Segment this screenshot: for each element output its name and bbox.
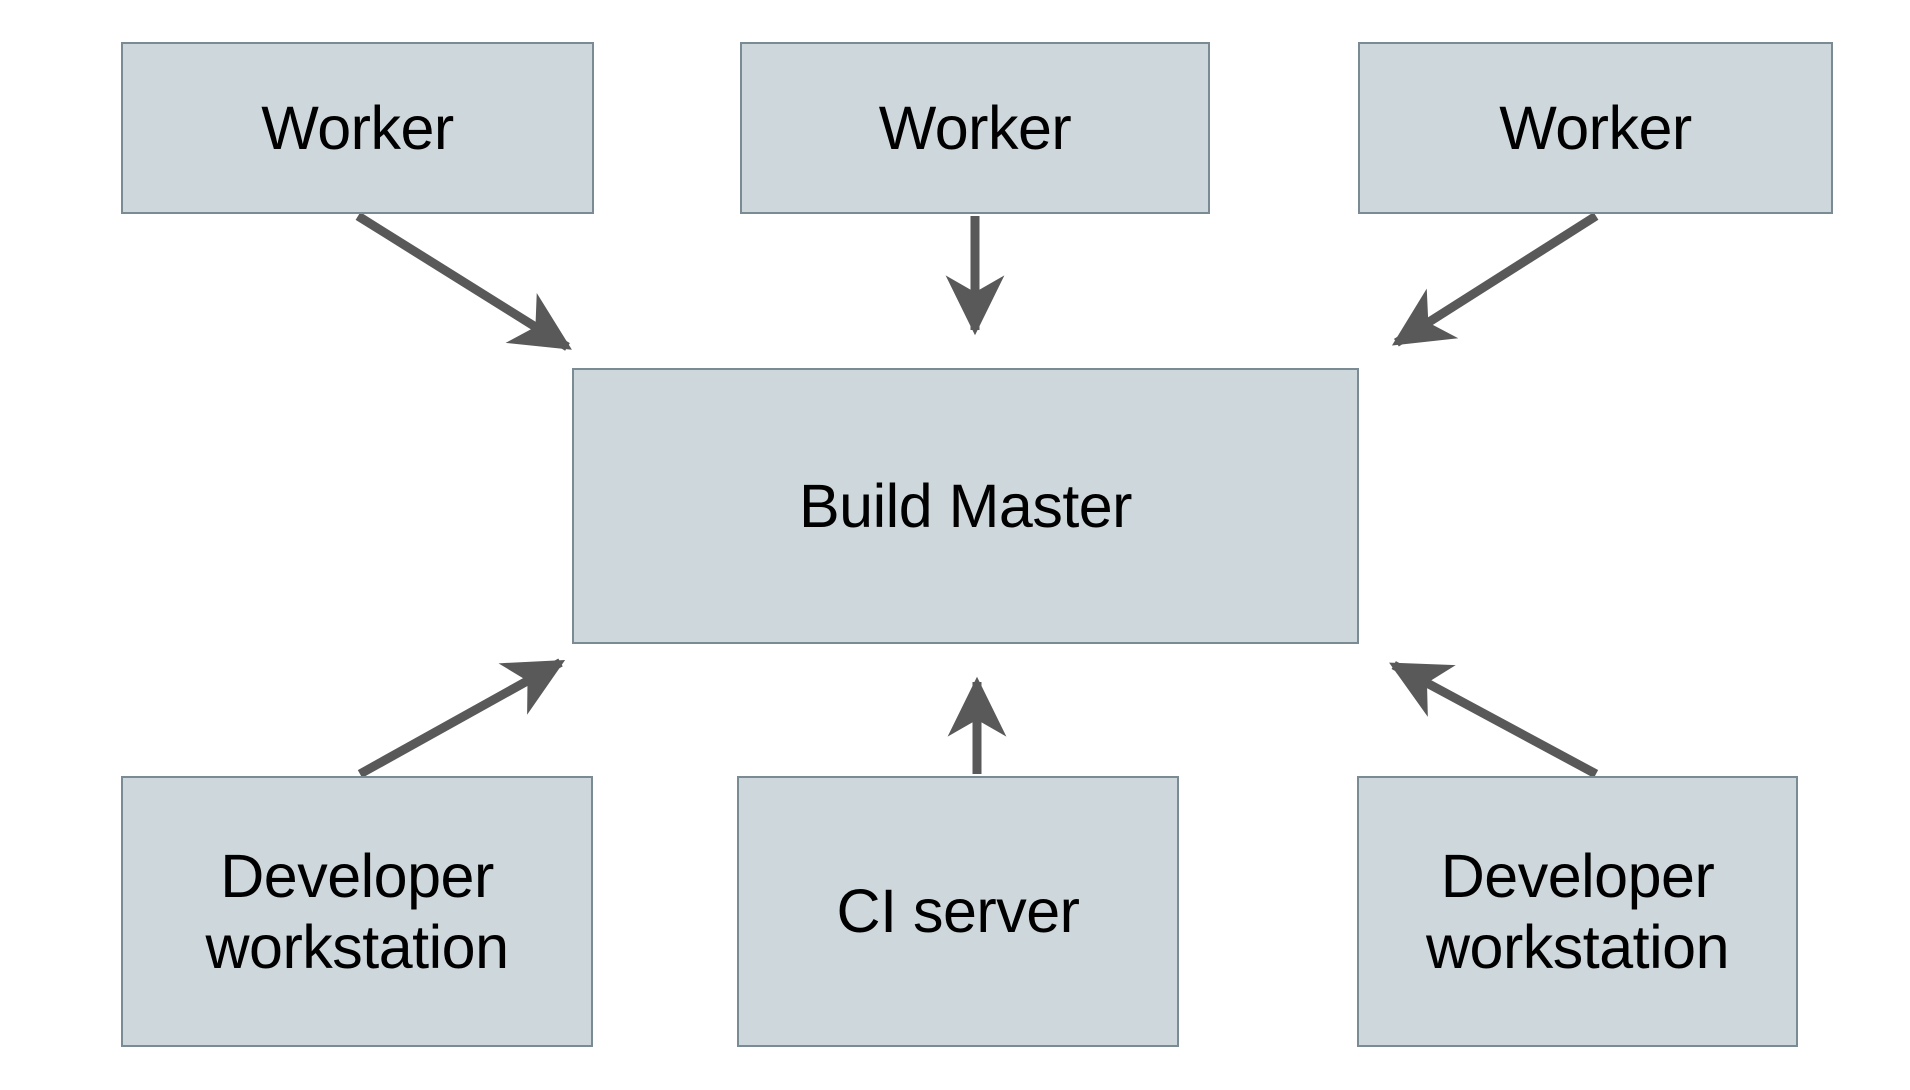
node-worker-2[interactable]: Worker (740, 42, 1210, 214)
node-developer-workstation-left-label: Developer workstation (205, 842, 509, 981)
node-ci-server-label: CI server (836, 877, 1080, 946)
edge-worker3-to-master (1391, 212, 1599, 347)
node-ci-server[interactable]: CI server (737, 776, 1179, 1047)
node-developer-workstation-right[interactable]: Developer workstation (1357, 776, 1798, 1047)
edge-worker1-to-master (355, 212, 572, 351)
node-worker-3-label: Worker (1499, 93, 1692, 162)
edge-devws-right-to-master (1389, 661, 1599, 778)
node-developer-workstation-right-label: Developer workstation (1425, 842, 1730, 981)
node-build-master[interactable]: Build Master (572, 368, 1359, 644)
edge-devws-left-to-master (357, 658, 566, 778)
node-build-master-label: Build Master (798, 471, 1133, 540)
node-worker-1-label: Worker (261, 93, 454, 162)
node-worker-3[interactable]: Worker (1358, 42, 1833, 214)
node-worker-2-label: Worker (878, 93, 1072, 162)
node-worker-1[interactable]: Worker (121, 42, 594, 214)
node-developer-workstation-left[interactable]: Developer workstation (121, 776, 593, 1047)
